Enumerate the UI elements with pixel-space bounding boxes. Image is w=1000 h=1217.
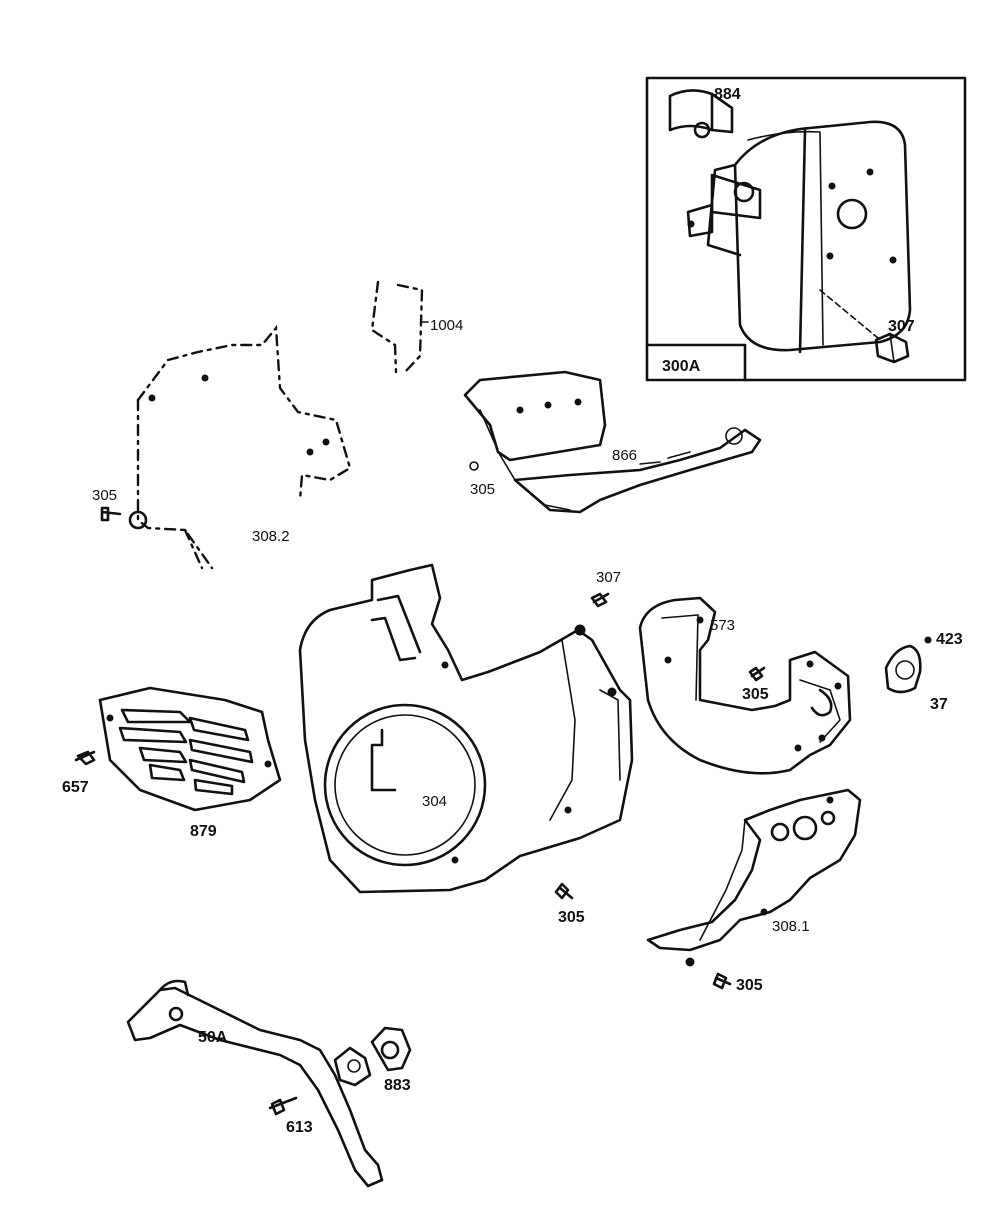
label-884: 884 xyxy=(714,86,741,103)
muffler-inset xyxy=(645,76,967,382)
muffler-clamp-884 xyxy=(668,89,734,139)
label-300a: 300A xyxy=(662,358,701,375)
label-305-a: 305 xyxy=(470,481,495,498)
part-1004 xyxy=(370,280,429,374)
screw-307-center xyxy=(590,592,610,608)
inset-frame xyxy=(645,76,967,382)
label-423: 423 xyxy=(936,631,963,648)
label-305-c: 305 xyxy=(742,686,769,703)
label-305-e: 305 xyxy=(736,977,763,994)
label-37: 37 xyxy=(930,696,948,713)
bracket-866 xyxy=(463,370,762,514)
cover-plate-37 xyxy=(884,636,932,694)
label-307-inset: 307 xyxy=(888,318,915,335)
label-307-center: 307 xyxy=(596,569,621,586)
screw-613 xyxy=(268,1096,298,1116)
baffle-573 xyxy=(638,596,852,775)
muffler-body xyxy=(686,120,912,354)
shield-308-1 xyxy=(646,788,862,990)
label-308-2: 308.2 xyxy=(252,528,290,545)
label-308-1: 308.1 xyxy=(772,918,810,935)
muffler-bolt-307 xyxy=(819,289,910,364)
label-613: 613 xyxy=(286,1119,313,1136)
label-1004: 1004 xyxy=(430,317,463,334)
label-879: 879 xyxy=(190,823,217,840)
label-866: 866 xyxy=(612,447,637,464)
label-573: 573 xyxy=(710,617,735,634)
shroud-308-2 xyxy=(100,324,352,570)
label-305-b: 305 xyxy=(92,487,117,504)
label-657: 657 xyxy=(62,779,89,796)
gasket-883 xyxy=(370,1026,412,1072)
label-304: 304 xyxy=(422,793,447,810)
label-50a: 50A xyxy=(198,1029,228,1046)
grille-879 xyxy=(74,686,282,812)
label-883: 883 xyxy=(384,1077,411,1094)
breather-tube-50a xyxy=(126,979,384,1188)
screw-305-lower xyxy=(554,882,574,900)
blower-housing-304 xyxy=(298,563,634,894)
label-305-d: 305 xyxy=(558,909,585,926)
inset-label-box xyxy=(645,343,747,382)
